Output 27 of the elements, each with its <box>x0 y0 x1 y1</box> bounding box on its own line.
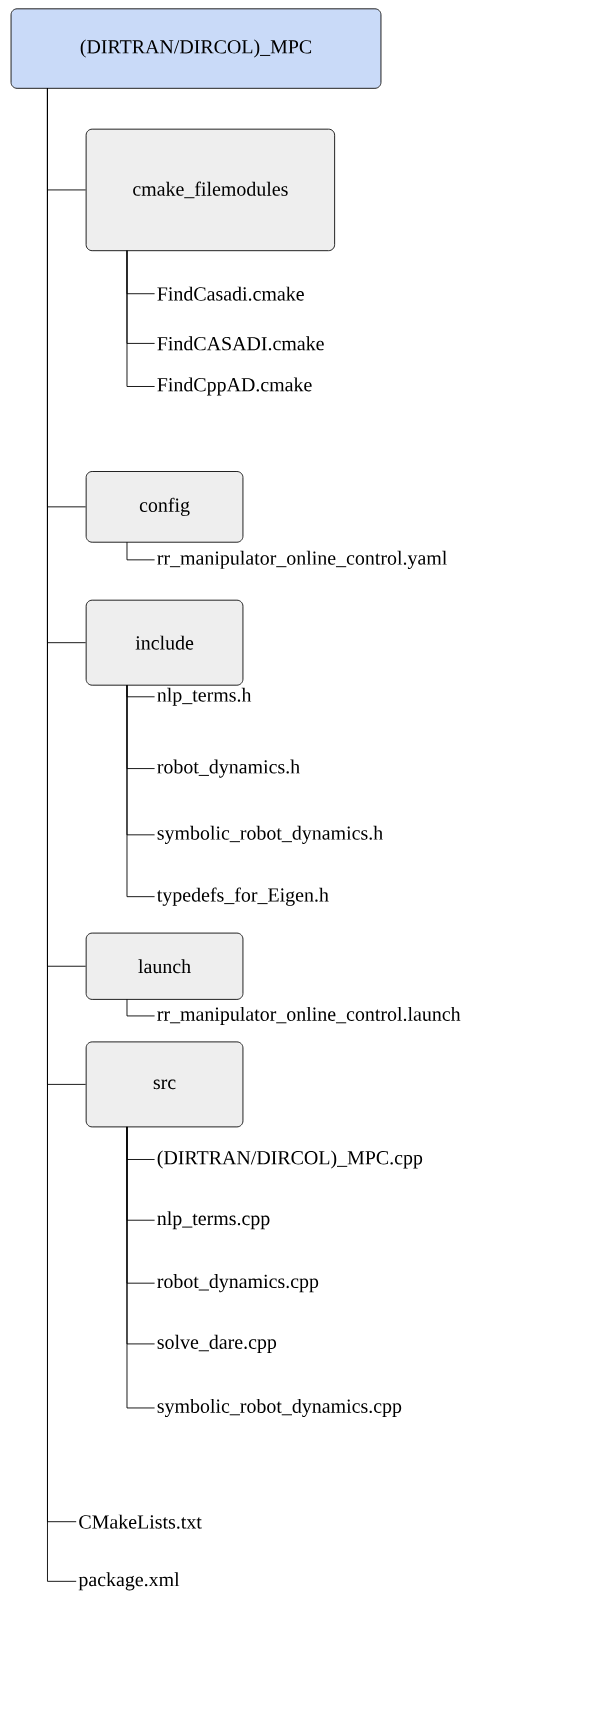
file-name: (DIRTRAN/DIRCOL)_MPC.cpp <box>157 1150 423 1169</box>
file-name: FindCASADI.cmake <box>157 336 324 351</box>
folder-box: include <box>85 599 244 686</box>
tree-connector <box>126 1126 156 1409</box>
root-folder-box: (DIRTRAN/DIRCOL)_MPC <box>10 8 382 89</box>
file-name: robot_dynamics.h <box>157 759 300 778</box>
file-name: nlp_terms.cpp <box>157 1211 270 1230</box>
tree-connector <box>126 541 156 561</box>
file-name: FindCasadi.cmake <box>157 286 304 301</box>
tree-connector <box>126 684 156 898</box>
folder-box: src <box>85 1041 244 1128</box>
file-name: symbolic_robot_dynamics.cpp <box>157 1398 402 1417</box>
file-name: solve_dare.cpp <box>157 1334 277 1353</box>
file-name: nlp_terms.h <box>157 687 252 706</box>
file-name: rr_manipulator_online_control.launch <box>157 1006 461 1025</box>
file-name: rr_manipulator_online_control.yaml <box>157 550 447 569</box>
file-name: robot_dynamics.cpp <box>157 1274 319 1293</box>
folder-box: cmake_filemodules <box>85 128 336 252</box>
folder-box: launch <box>85 932 244 1000</box>
file-name: CMakeLists.txt <box>79 1514 202 1529</box>
file-name: package.xml <box>78 1572 180 1591</box>
file-name: symbolic_robot_dynamics.h <box>157 825 383 844</box>
folder-box: config <box>85 471 244 543</box>
file-name: FindCppAD.cmake <box>157 377 312 396</box>
tree-connector <box>126 998 156 1017</box>
tree-connector <box>126 250 156 387</box>
file-name: typedefs_for_Eigen.h <box>157 887 329 906</box>
